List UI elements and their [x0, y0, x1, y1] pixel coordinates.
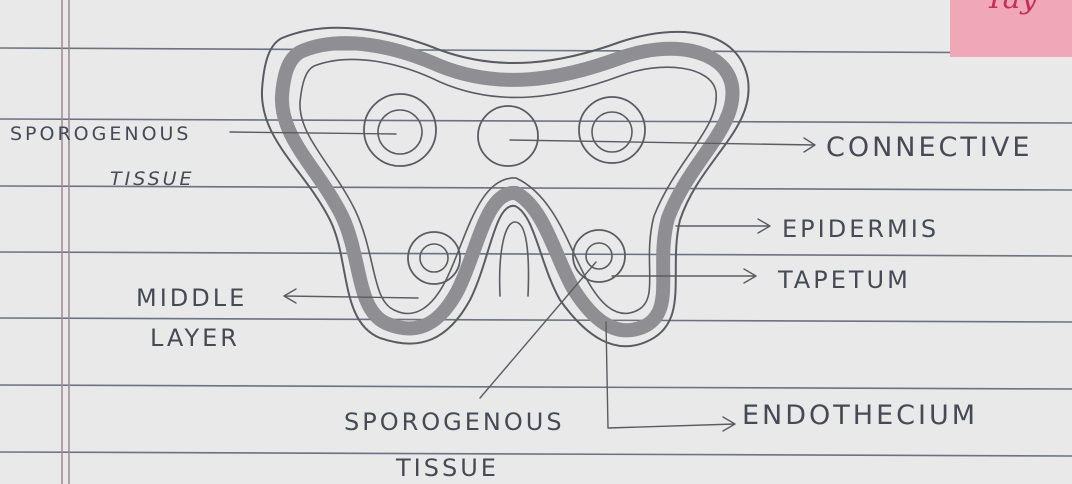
pointer-tapetum [612, 269, 756, 283]
label-connective: CONNECTIVE [826, 132, 1032, 163]
label-tapetum: TAPETUM [777, 266, 911, 294]
label-sporogenous-bottom-1: SPOROGENOUS [344, 408, 565, 436]
pointer-sporogenous-bottom [480, 262, 596, 398]
pollen-sac-bottom-right [573, 230, 625, 282]
label-middle-layer-1: MIDDLE [136, 284, 247, 312]
label-sporogenous-top-2: TISSUE [110, 168, 195, 190]
pointer-connective [510, 138, 815, 152]
pollen-sac-top-right [579, 97, 645, 163]
margin-line [62, 0, 69, 484]
connective-fold [500, 222, 529, 296]
pointer-endothecium [606, 322, 735, 431]
label-sporogenous-top-1: SPOROGENOUS [10, 123, 192, 145]
pollen-sac-top-left [364, 94, 436, 166]
label-epidermis: EPIDERMIS [782, 215, 939, 243]
sticky-note-text: Tay [985, 0, 1039, 16]
pointer-sporogenous-top [230, 132, 396, 134]
pollen-sac-bottom-left [408, 232, 460, 284]
sticky-note: Tay [950, 0, 1072, 57]
label-endothecium: ENDOTHECIUM [742, 400, 978, 431]
pointer-epidermis [676, 219, 770, 233]
label-middle-layer-2: LAYER [150, 324, 240, 352]
label-sporogenous-bottom-2: TISSUE [395, 454, 499, 482]
connective-circle [478, 106, 538, 166]
ruled-lines [0, 48, 1072, 456]
